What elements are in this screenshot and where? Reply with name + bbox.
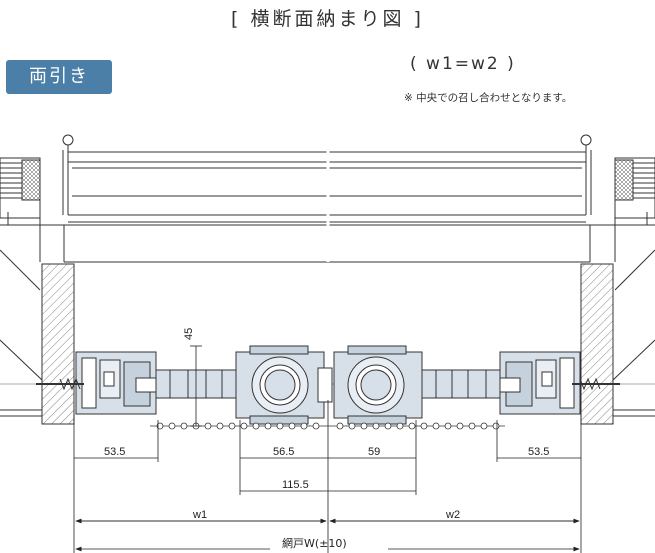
wall-left bbox=[0, 263, 75, 425]
type-badge: 両引き bbox=[6, 60, 112, 94]
bead-chain bbox=[150, 422, 505, 430]
drawing-title: [ 横断面納まり図 ] bbox=[231, 8, 424, 30]
dim-center-56-5: 56.5 bbox=[273, 446, 294, 458]
dim-w2: w2 bbox=[445, 509, 460, 521]
left-frame-unit bbox=[36, 351, 157, 415]
dim-right-53-5: 53.5 bbox=[528, 446, 549, 458]
dimension-lines bbox=[73, 345, 582, 553]
left-center-unit bbox=[235, 345, 333, 425]
width-condition: ( w1=w2 ) bbox=[410, 54, 516, 74]
dim-total-width: 網戸W(±10) bbox=[282, 536, 347, 550]
right-rail bbox=[421, 369, 501, 399]
dim-center-59: 59 bbox=[368, 446, 380, 458]
dim-center-115-5: 115.5 bbox=[282, 479, 309, 491]
right-center-unit bbox=[333, 345, 423, 425]
meeting-note: ※ 中央での召し合わせとなります。 bbox=[404, 92, 573, 104]
right-frame-unit bbox=[499, 351, 620, 415]
dim-w1: w1 bbox=[192, 509, 207, 521]
dim-45: 45 bbox=[183, 328, 195, 340]
window-frame bbox=[0, 134, 655, 291]
dim-left-53-5: 53.5 bbox=[104, 446, 125, 458]
wall-right bbox=[580, 263, 655, 425]
